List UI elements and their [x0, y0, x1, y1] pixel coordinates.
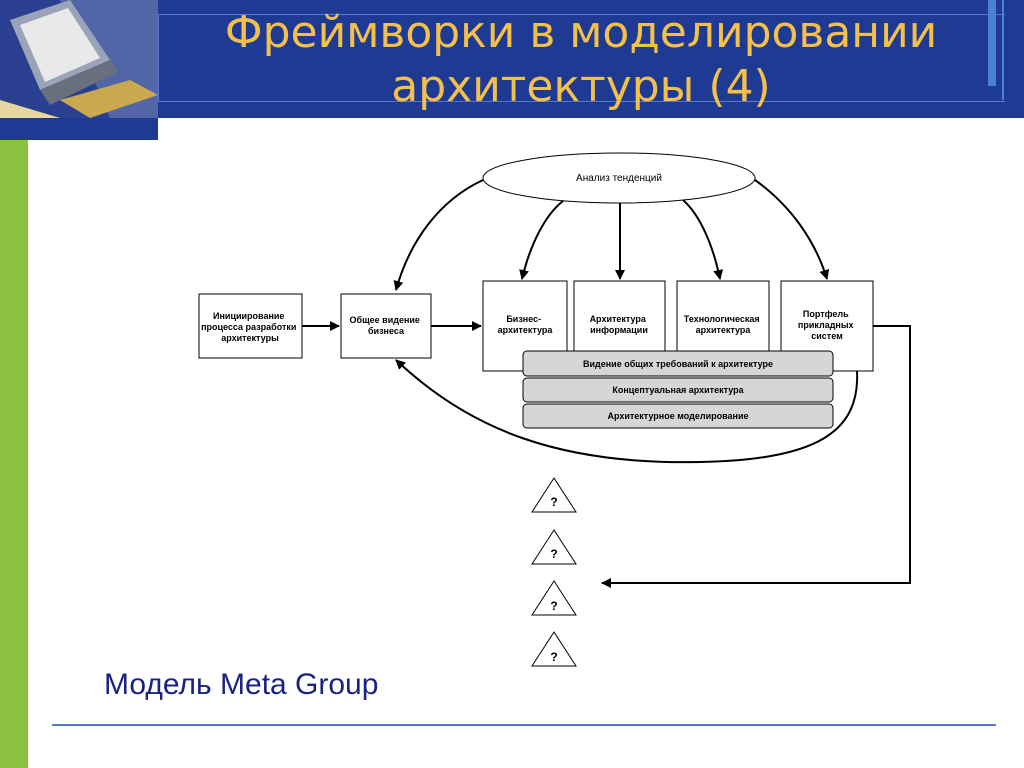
bottom-divider: [52, 724, 996, 726]
model-caption: Модель Meta Group: [104, 668, 379, 701]
title-line-1: Фреймворки в моделировании: [224, 7, 938, 58]
trend-analysis-label: Анализ тенденций: [576, 173, 662, 184]
box-initiation: [198, 293, 303, 359]
question-triangle-4: [531, 631, 577, 667]
arrow-portfolio-to-unknowns: [601, 325, 911, 588]
left-green-strip: [0, 140, 28, 768]
box-business-vision-label: Общее видение бизнеса: [350, 315, 423, 336]
box-business-architecture-label: Бизнес- архитектура: [498, 314, 554, 335]
bar-requirements-vision: [522, 350, 834, 377]
box-technology-architecture-label: Технологическая архитектура: [684, 314, 762, 335]
header-frame: [158, 14, 1005, 102]
bar-conceptual-architecture: [522, 377, 834, 403]
title-line-2: архитектуры (4): [391, 61, 771, 112]
computer-monitor-icon: [0, 0, 158, 118]
bar-architecture-modeling: [522, 403, 834, 429]
question-mark-3: ?: [550, 599, 557, 613]
box-application-portfolio-label: Портфель прикладных систем: [798, 309, 856, 341]
bar-architecture-modeling-label: Архитектурное моделирование: [607, 411, 748, 421]
slide-title: Фреймворки в моделировании архитектуры (…: [158, 6, 1004, 114]
question-mark-1: ?: [550, 495, 557, 509]
question-triangle-3: [531, 580, 577, 616]
arrow-portfolio-feedback-to-vision: [395, 359, 859, 464]
header-side-band: [0, 118, 158, 140]
header-accent: [988, 0, 996, 86]
bar-requirements-vision-label: Видение общих требований к архитектуре: [583, 359, 773, 369]
header-band: [0, 0, 1024, 118]
box-initiation-label: Инициирование процесса разработки архите…: [201, 311, 299, 343]
bar-conceptual-architecture-label: Концептуальная архитектура: [612, 385, 744, 395]
question-triangle-1: [531, 477, 577, 513]
header-accent-line: [1002, 0, 1004, 100]
arrow-trends-to-business: [519, 200, 564, 280]
box-information-architecture-label: Архитектура информации: [590, 314, 649, 335]
question-mark-4: ?: [550, 650, 557, 664]
question-mark-2: ?: [550, 547, 557, 561]
arrow-trends-to-technology: [682, 199, 724, 280]
question-triangle-2: [531, 529, 577, 565]
arrow-trends-to-portfolio: [754, 179, 830, 280]
arrow-trends-to-vision: [393, 179, 484, 291]
